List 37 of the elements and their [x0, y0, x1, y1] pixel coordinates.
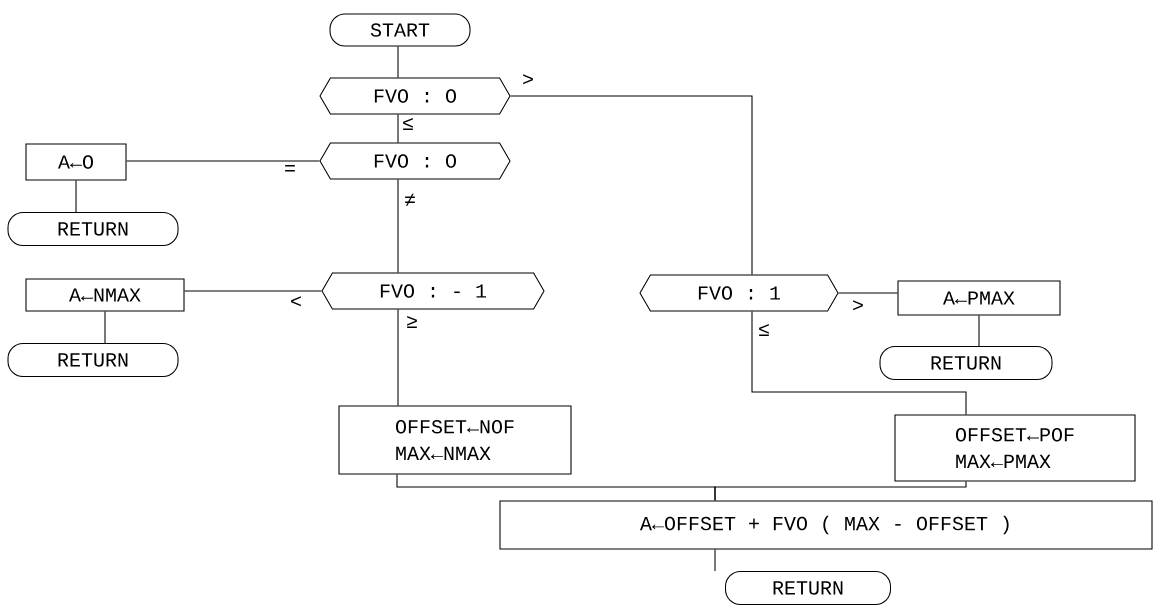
connector-line [714, 549, 716, 572]
decision-hexagon: FVO : O [319, 77, 511, 115]
terminal-box: RETURN [7, 211, 179, 247]
connector-line [397, 114, 399, 143]
decision-hexagon: FVO : 1 [639, 274, 839, 312]
process-box: A←OFFSET + FVO ( MAX - OFFSET ) [499, 500, 1153, 550]
decision-hexagon: FVO : O [319, 142, 511, 180]
process-box: A←O [25, 143, 127, 181]
connector-line [838, 292, 898, 294]
connector-line [397, 179, 399, 273]
connector-line [397, 46, 399, 78]
terminal-box: RETURN [724, 570, 892, 606]
connector-line [397, 309, 399, 406]
connector-line [75, 180, 77, 213]
connector-line [126, 160, 320, 162]
process-box: A←PMAX [897, 280, 1061, 316]
decision-hexagon: FVO : - 1 [321, 272, 545, 310]
connector-line [714, 481, 967, 501]
process-box: OFFSET←NOF MAX←NMAX [338, 405, 572, 475]
process-box: A←NMAX [25, 278, 185, 312]
connector-line [104, 311, 106, 344]
edge-label: ≤ [400, 116, 416, 132]
terminal-box: START [329, 13, 471, 47]
connector-line [751, 311, 967, 415]
terminal-box: RETURN [7, 342, 179, 378]
connector-line [510, 95, 753, 275]
edge-label: = [282, 163, 298, 177]
edge-label: ≥ [404, 314, 420, 330]
edge-label: ≠ [402, 192, 418, 208]
edge-label: > [520, 72, 536, 88]
connector-line [184, 290, 322, 292]
edge-label: > [850, 298, 866, 314]
edge-label: ≤ [756, 322, 772, 338]
connector-line [978, 315, 980, 347]
process-box: OFFSET←POF MAX←PMAX [894, 414, 1136, 482]
terminal-box: RETURN [879, 345, 1053, 381]
edge-label: < [288, 294, 304, 310]
